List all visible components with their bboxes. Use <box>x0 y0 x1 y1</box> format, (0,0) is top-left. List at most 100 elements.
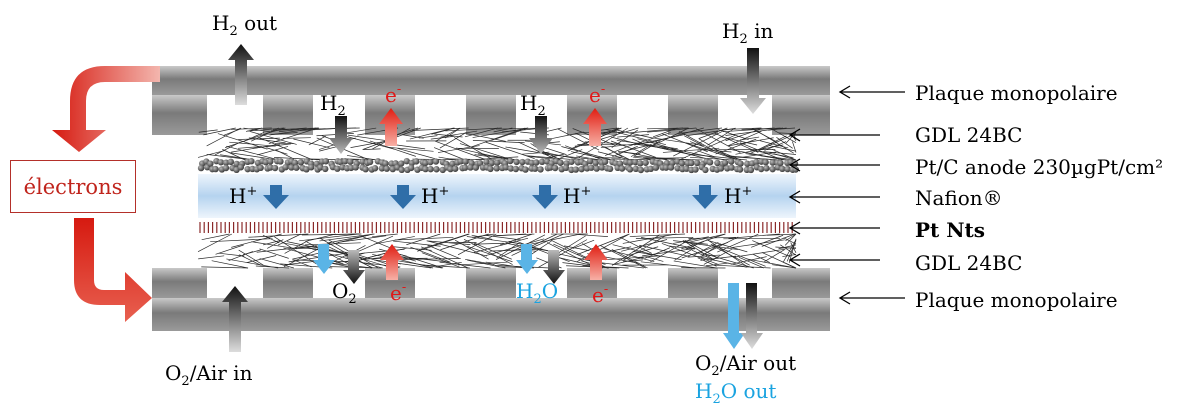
gdl-fiber <box>259 137 314 161</box>
gdl-fiber <box>674 247 695 261</box>
gdl-fiber <box>710 244 766 267</box>
gdl-fiber <box>467 246 513 263</box>
gdl-fiber <box>600 245 646 269</box>
electron-arrow <box>583 108 607 146</box>
proton-label: H+ <box>421 184 449 208</box>
gdl-fiber <box>703 149 732 153</box>
gdl-fiber <box>327 234 370 244</box>
cathode-species: O2 e- H2O e- <box>313 244 608 307</box>
gdl-fiber <box>431 127 455 135</box>
gdl-fiber <box>203 127 236 136</box>
catalyst-particle <box>647 165 654 173</box>
gdl-fiber <box>705 262 729 267</box>
gdl-fiber <box>686 241 704 250</box>
gdl-fiber <box>299 233 359 242</box>
gdl-fiber <box>259 248 289 259</box>
gdl-fiber <box>392 251 444 269</box>
gdl-fiber <box>237 146 262 149</box>
gdl-fiber <box>707 240 748 253</box>
gdl-fiber <box>771 128 797 144</box>
catalyst-particle <box>531 165 539 172</box>
gdl-fiber <box>467 259 506 269</box>
gdl-fiber <box>420 264 470 269</box>
gdl-fiber <box>572 239 595 249</box>
catalyst-particle <box>467 164 474 171</box>
gdl-fiber <box>447 158 505 161</box>
gdl-fiber <box>225 132 268 148</box>
gdl-fiber <box>683 135 703 146</box>
h2-arrow <box>529 116 553 154</box>
catalyst-particle <box>382 160 389 167</box>
catalyst-particle <box>227 158 235 166</box>
gdl-fiber <box>465 258 495 265</box>
gdl-fiber <box>778 244 797 250</box>
gdl-fiber <box>445 127 502 132</box>
gdl-fiber <box>772 148 797 161</box>
gdl-fiber <box>474 154 515 161</box>
gdl-fiber <box>687 233 726 243</box>
catalyst-particle <box>222 164 230 172</box>
gdl-fiber <box>600 141 657 149</box>
gdl-fiber <box>700 252 754 269</box>
gdl-fiber <box>393 259 443 269</box>
callout-arrows <box>788 85 905 305</box>
catalyst-particle <box>736 166 744 173</box>
gdl-fiber <box>427 244 460 259</box>
callout-arrow <box>838 85 905 99</box>
gdl-fiber <box>263 240 281 246</box>
gdl-fiber <box>695 128 741 153</box>
h2o-out-label: H2O out <box>695 379 776 405</box>
catalyst-particle <box>507 165 515 172</box>
catalyst-particle <box>593 165 600 172</box>
catalyst-particle <box>572 166 580 173</box>
gdl-fiber <box>637 138 674 149</box>
pt-nts-label: Pt Nts <box>915 218 985 242</box>
catalyst-particle <box>522 166 529 173</box>
gdl-fiber <box>697 150 716 158</box>
o2-air-out-label: O2/Air out <box>695 351 796 379</box>
gdl-fiber <box>668 245 695 250</box>
gdl-fiber <box>420 246 469 269</box>
gdl-fiber <box>428 240 471 245</box>
catalyst-particle <box>757 165 765 173</box>
gdl-fiber <box>727 130 762 147</box>
gdl-fiber <box>231 143 281 153</box>
gdl-fiber <box>286 241 345 255</box>
gdl-fiber <box>622 233 677 244</box>
proton-label: H+ <box>724 184 752 208</box>
gdl-fiber <box>197 150 225 158</box>
catalyst-particle <box>706 159 714 166</box>
catalyst-particle <box>769 165 776 173</box>
gdl-fiber <box>496 243 519 259</box>
gdl-fiber <box>732 239 785 248</box>
water-arrow <box>313 244 335 274</box>
gdl-fiber <box>619 236 652 254</box>
gdl-fiber <box>712 264 771 269</box>
gdl-fiber <box>372 233 398 238</box>
callout-arrow <box>788 190 880 204</box>
anode-species: H2 e- H2 e- <box>320 82 607 154</box>
catalyst-particle <box>408 164 415 172</box>
gdl-fiber <box>700 255 736 261</box>
gdl-fiber <box>472 127 528 138</box>
gdl-fiber <box>639 244 690 257</box>
o2-label: O2 <box>332 279 357 307</box>
o2-air-out-arrow <box>741 283 763 349</box>
o2-arrow <box>343 250 365 284</box>
catalyst-particle <box>551 164 559 172</box>
catalyst-particle <box>447 165 454 173</box>
catalyst-particle <box>763 165 770 172</box>
catalyst-particle <box>413 158 420 165</box>
gdl-fiber <box>617 134 649 138</box>
gdl-fiber <box>397 147 440 161</box>
gdl-fiber <box>612 145 638 158</box>
catalyst-particle <box>753 158 760 166</box>
gdl-fiber <box>426 240 487 257</box>
gdl-fiber <box>346 155 378 161</box>
gdl-fiber <box>246 255 277 263</box>
bottom-plate <box>152 268 830 331</box>
gdl-fiber <box>604 146 623 158</box>
catalyst-particle <box>267 158 274 165</box>
gdl-fiber <box>301 233 361 236</box>
catalyst-particle <box>533 159 540 166</box>
